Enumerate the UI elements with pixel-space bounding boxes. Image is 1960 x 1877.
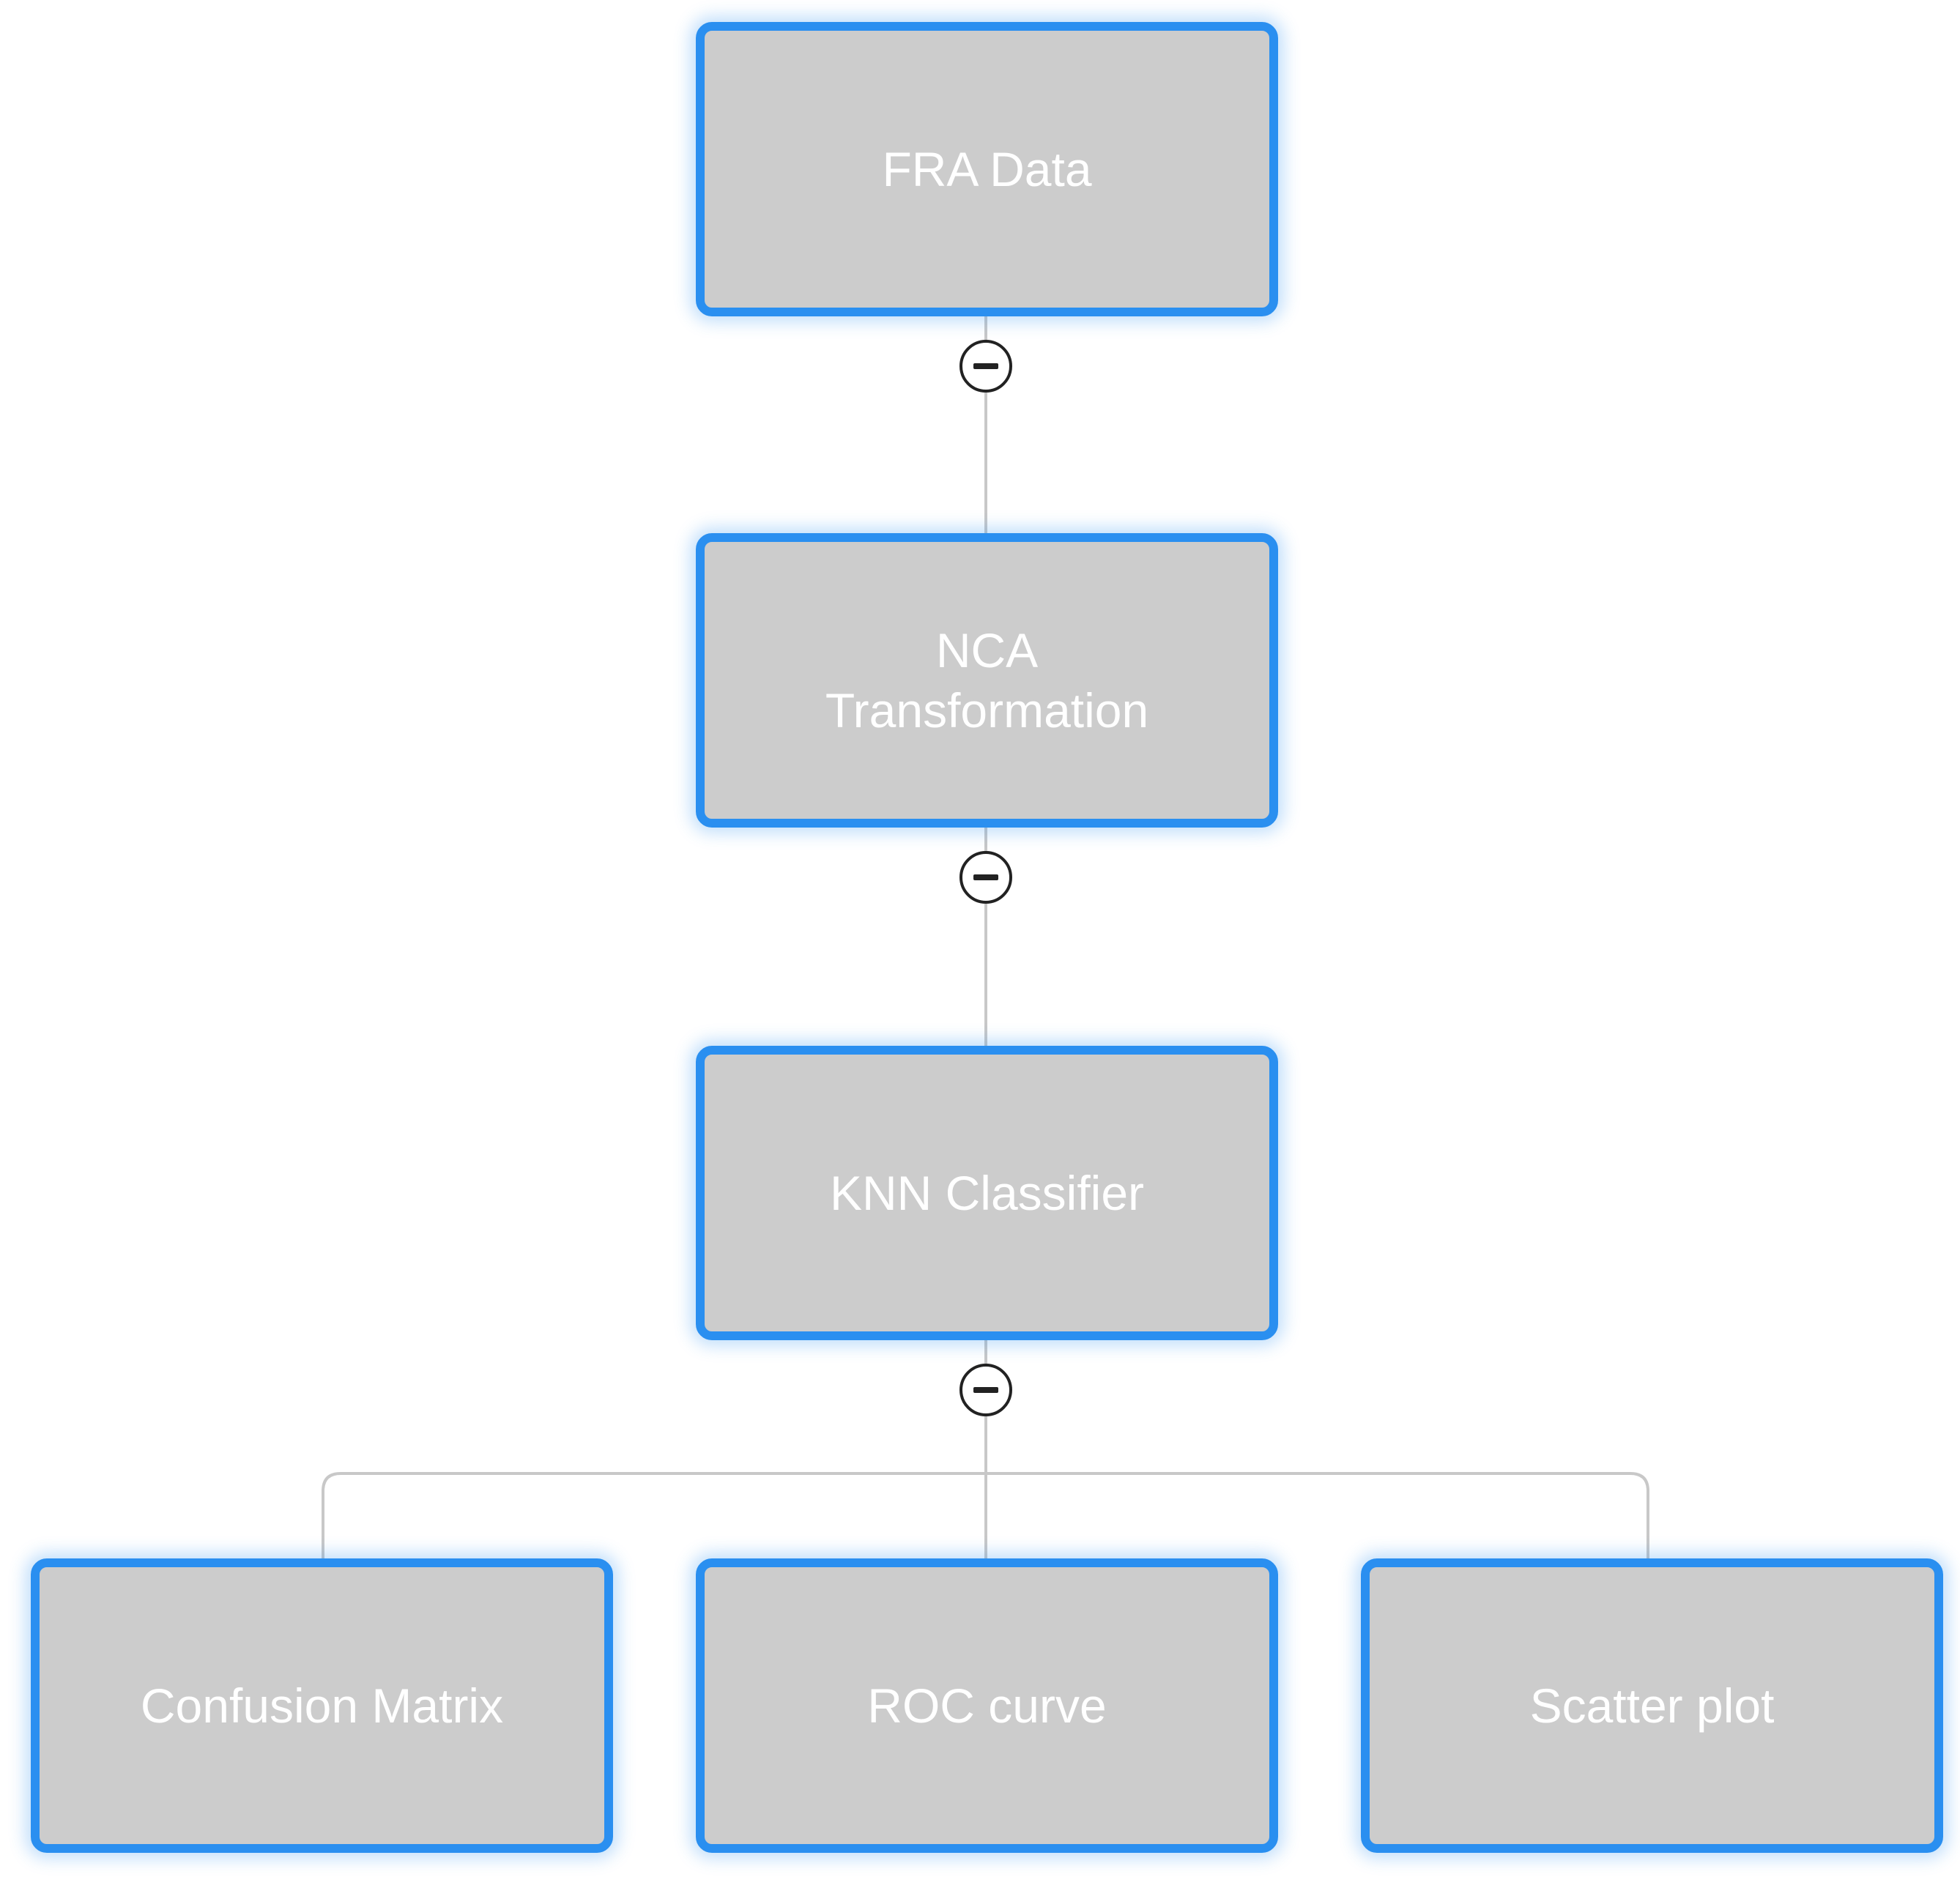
node-label: Scatter plot bbox=[1529, 1678, 1775, 1733]
node-label: KNN Classifier bbox=[829, 1165, 1145, 1220]
collapse-toggle-fra-data[interactable] bbox=[959, 340, 1012, 393]
collapse-toggle-knn-classifier[interactable] bbox=[959, 1364, 1012, 1416]
node-confusion-matrix[interactable]: Confusion Matrix bbox=[31, 1558, 613, 1853]
node-label: Confusion Matrix bbox=[140, 1678, 504, 1733]
node-knn-classifier[interactable]: KNN Classifier bbox=[696, 1046, 1278, 1340]
minus-icon bbox=[973, 1387, 998, 1393]
node-scatter-plot[interactable]: Scatter plot bbox=[1361, 1558, 1943, 1853]
node-label: NCA Transformation bbox=[825, 622, 1149, 738]
node-label: FRA Data bbox=[882, 141, 1092, 196]
edge-knn-branch-bus bbox=[322, 1472, 1649, 1558]
collapse-toggle-nca-transformation[interactable] bbox=[959, 851, 1012, 904]
node-roc-curve[interactable]: ROC curve bbox=[696, 1558, 1278, 1853]
node-fra-data[interactable]: FRA Data bbox=[696, 22, 1278, 316]
node-label: ROC curve bbox=[867, 1678, 1107, 1733]
node-nca-transformation[interactable]: NCA Transformation bbox=[696, 533, 1278, 828]
minus-icon bbox=[973, 874, 998, 880]
minus-icon bbox=[973, 363, 998, 369]
